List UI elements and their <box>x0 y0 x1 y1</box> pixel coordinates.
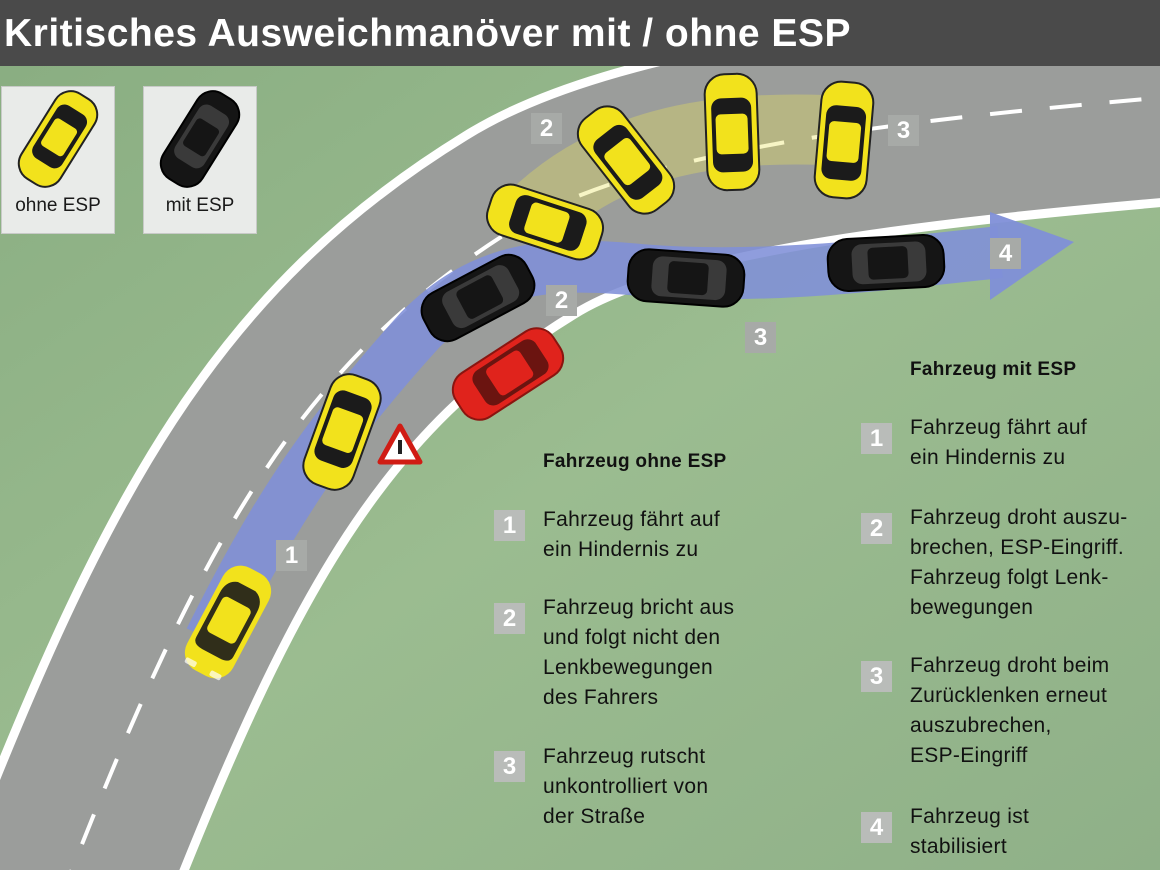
legend-without-esp: ohne ESP <box>1 86 115 234</box>
yellow-car-trail <box>505 94 863 246</box>
black-car-icon <box>159 90 241 188</box>
diagram-badge-yellow-3: 3 <box>888 115 919 146</box>
step-badge: 2 <box>861 513 892 544</box>
legend-label: mit ESP <box>165 195 235 216</box>
warning-triangle-icon <box>377 423 423 465</box>
legend-with-esp: mit ESP <box>143 86 257 234</box>
yellow-car-icon <box>17 90 99 188</box>
legend-label: ohne ESP <box>15 195 101 216</box>
page-title: Kritisches Ausweichmanöver mit / ohne ES… <box>4 12 851 55</box>
yellow-car-off-road <box>813 80 875 200</box>
black-car-evade <box>420 253 536 343</box>
diagram-badge-black-2: 2 <box>546 285 577 316</box>
black-car-stable <box>826 234 946 292</box>
section-title-with-esp: Fahrzeug mit ESP <box>910 359 1077 380</box>
yellow-car-lane <box>302 373 382 491</box>
diagram-badge-black-4: 4 <box>990 238 1021 269</box>
black-car-return <box>626 248 746 308</box>
title-bar: Kritisches Ausweichmanöver mit / ohne ES… <box>0 0 1160 66</box>
esp-path-arrowhead <box>990 212 1074 300</box>
yellow-car-skid-1 <box>486 183 604 261</box>
step-text: Fahrzeug droht auszu-brechen, ESP-Eingri… <box>910 506 1128 619</box>
step-badge: 3 <box>494 751 525 782</box>
diagram-badge-lane-1: 1 <box>276 540 307 571</box>
step-badge: 3 <box>861 661 892 692</box>
road-center-line <box>69 95 1160 870</box>
section-title-without-esp: Fahrzeug ohne ESP <box>543 451 727 472</box>
yellow-car-skid-2 <box>576 105 676 215</box>
step-badge: 1 <box>494 510 525 541</box>
red-obstacle-car <box>451 327 565 421</box>
diagram-badge-yellow-2: 2 <box>531 113 562 144</box>
step-badge: 1 <box>861 423 892 454</box>
step-badge: 2 <box>494 603 525 634</box>
step-badge: 4 <box>861 812 892 843</box>
yellow-car-skid-3 <box>703 72 761 192</box>
diagram-badge-black-3: 3 <box>745 322 776 353</box>
